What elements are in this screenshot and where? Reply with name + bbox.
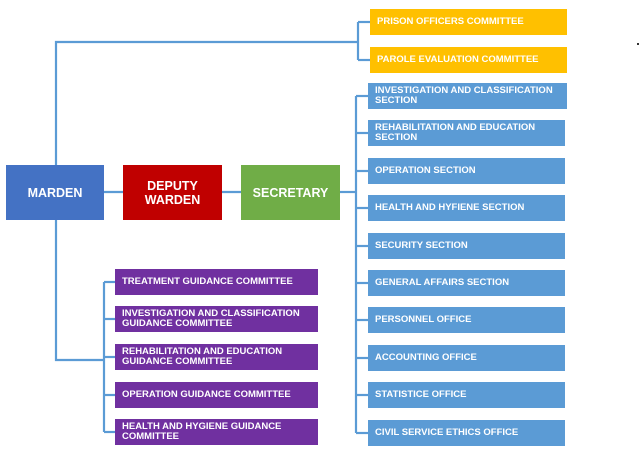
- section-label: INVESTIGATION AND CLASSIFICATION SECTION: [375, 85, 553, 106]
- section-box: GENERAL AFFAIRS SECTION: [368, 270, 565, 296]
- guidance-committee-box: TREATMENT GUIDANCE COMMITTEE: [115, 269, 318, 295]
- section-label: SECURITY SECTION: [375, 240, 468, 251]
- warden-label: MARDEN: [27, 185, 83, 200]
- connector-group: [54, 20, 370, 435]
- secretary-box: SECRETARY: [241, 165, 340, 220]
- section-label: OPERATION SECTION: [375, 165, 476, 176]
- guidance-committee-box: HEALTH AND HYGIENE GUIDANCE COMMITTEE: [115, 419, 318, 445]
- section-label: HEALTH AND HYFIENE SECTION: [375, 202, 525, 213]
- section-box: STATISTICE OFFICE: [368, 382, 565, 408]
- connector-warden-top: [54, 40, 358, 165]
- section-label: GENERAL AFFAIRS SECTION: [375, 277, 510, 288]
- deputy-warden-label: DEPUTY WARDEN: [144, 178, 201, 207]
- deputy-warden-box: DEPUTY WARDEN: [123, 165, 222, 220]
- section-box: OPERATION SECTION: [368, 158, 565, 184]
- section-box: CIVIL SERVICE ETHICS OFFICE: [368, 420, 565, 446]
- guidance-committee-box: INVESTIGATION AND CLASSIFICATION GUIDANC…: [115, 306, 318, 332]
- guidance-committee-label: TREATMENT GUIDANCE COMMITTEE: [122, 276, 293, 287]
- guidance-committee-label: REHABILITATION AND EDUCATION GUIDANCE CO…: [122, 346, 283, 367]
- top-committee-box: PAROLE EVALUATION COMMITTEE: [370, 47, 567, 73]
- section-box: HEALTH AND HYFIENE SECTION: [368, 195, 565, 221]
- warden-box: MARDEN: [6, 165, 104, 220]
- section-label: REHABILITATION AND EDUCATION SECTION: [375, 122, 536, 143]
- stray-mark: [637, 43, 639, 45]
- section-label: CIVIL SERVICE ETHICS OFFICE: [375, 427, 519, 438]
- guidance-committee-label: INVESTIGATION AND CLASSIFICATION GUIDANC…: [122, 308, 300, 329]
- guidance-committee-label: OPERATION GUIDANCE COMMITTEE: [122, 389, 291, 400]
- top-committee-label: PAROLE EVALUATION COMMITTEE: [377, 54, 539, 65]
- section-label: PERSONNEL OFFICE: [375, 314, 472, 325]
- section-box: ACCOUNTING OFFICE: [368, 345, 565, 371]
- section-box: SECURITY SECTION: [368, 233, 565, 259]
- section-box: REHABILITATION AND EDUCATION SECTION: [368, 120, 565, 146]
- section-box: PERSONNEL OFFICE: [368, 307, 565, 333]
- guidance-committee-box: REHABILITATION AND EDUCATION GUIDANCE CO…: [115, 344, 318, 370]
- secretary-label: SECRETARY: [252, 185, 329, 200]
- connector-warden-bottom: [54, 220, 104, 362]
- guidance-committee-label: HEALTH AND HYGIENE GUIDANCE COMMITTEE: [122, 421, 282, 442]
- top-committee-label: PRISON OFFICERS COMMITTEE: [377, 16, 524, 27]
- top-committee-box: PRISON OFFICERS COMMITTEE: [370, 9, 567, 35]
- section-label: ACCOUNTING OFFICE: [375, 352, 477, 363]
- section-label: STATISTICE OFFICE: [375, 389, 467, 400]
- guidance-committee-box: OPERATION GUIDANCE COMMITTEE: [115, 382, 318, 408]
- section-box: INVESTIGATION AND CLASSIFICATION SECTION: [368, 83, 567, 109]
